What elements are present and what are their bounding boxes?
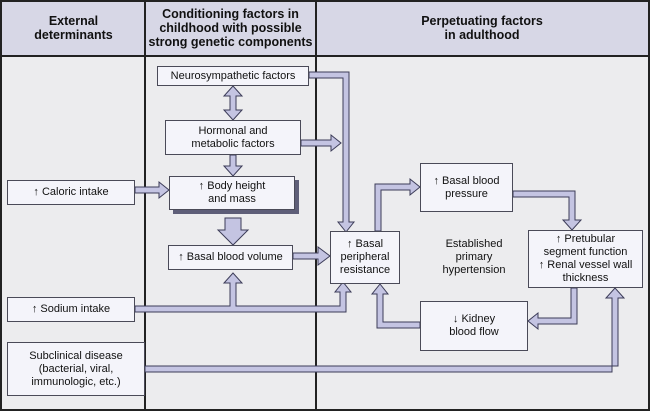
header-childhood-factors: Conditioning factors in childhood with p…: [148, 7, 313, 49]
box-sodium-intake: ↑ Sodium intake: [7, 297, 135, 322]
arrow-volume-to-resistance: [292, 246, 331, 266]
arrow-body-to-volume: [216, 217, 250, 246]
established-primary-hypertension-label: Established primary hypertension: [442, 238, 506, 276]
arrow-hormonal-to-body: [222, 154, 244, 177]
arrow-sodium-branch: [134, 272, 353, 313]
box-pretubular-renal-thickness: ↑ Pretubular segment function ↑ Renal ve…: [528, 230, 643, 288]
arrow-pressure-to-pretubular: [512, 190, 583, 231]
box-basal-peripheral-resistance: ↑ Basal peripheral resistance: [330, 231, 400, 284]
header-external-determinants: External determinants: [34, 14, 113, 42]
box-caloric-intake: ↑ Caloric intake: [7, 180, 135, 205]
box-subclinical-disease: Subclinical disease (bacterial, viral, i…: [7, 342, 145, 396]
arrow-pretubular-to-kidney: [527, 287, 578, 331]
arrows: [134, 71, 626, 373]
arrow-caloric-to-body: [134, 180, 170, 200]
arrow-subclinical-to-pretubular: [144, 287, 626, 373]
arrow-neuro-to-resistance: [308, 71, 356, 233]
box-body-height-mass: ↑ Body height and mass: [169, 176, 295, 210]
box-kidney-blood-flow: ↓ Kidney blood flow: [420, 301, 528, 351]
arrow-hormonal-to-vertical: [300, 133, 342, 153]
header-band: [1, 1, 649, 56]
arrow-resistance-to-pressure: [374, 177, 421, 232]
header-adulthood-factors: Perpetuating factors in adulthood: [421, 14, 543, 42]
box-hormonal-metabolic-factors: Hormonal and metabolic factors: [165, 120, 301, 155]
box-basal-blood-volume: ↑ Basal blood volume: [168, 245, 293, 270]
box-basal-blood-pressure: ↑ Basal blood pressure: [420, 163, 513, 212]
box-neurosympathetic-factors: Neurosympathetic factors: [157, 66, 309, 86]
arrow-kidney-to-resistance: [370, 283, 421, 329]
